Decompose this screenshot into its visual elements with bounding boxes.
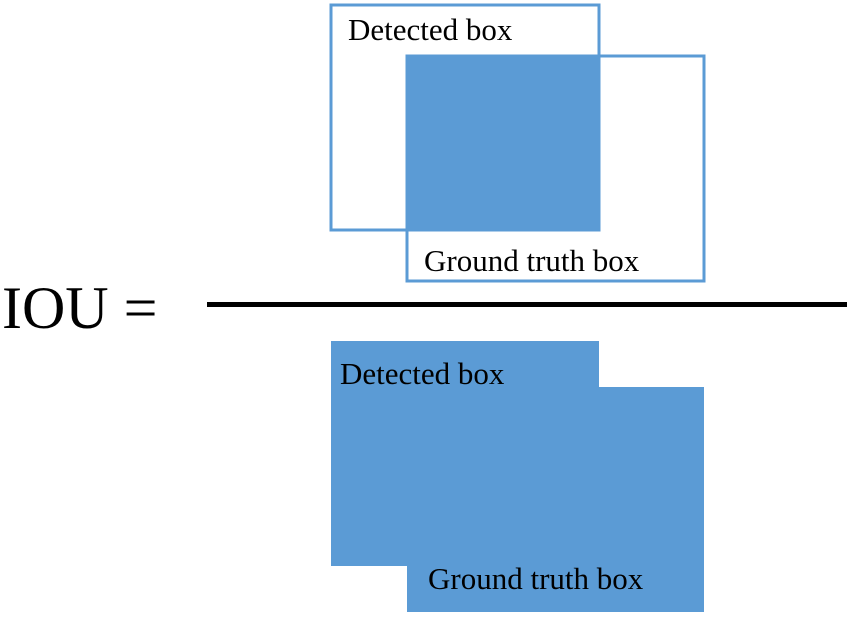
numerator-detected-box: [329, 3, 601, 232]
intersection-region: [407, 56, 599, 230]
fraction-bar: [207, 302, 847, 307]
numerator-ground-truth-box-label: Ground truth box: [424, 243, 640, 278]
denominator-ground-truth-box-label: Ground truth box: [428, 561, 644, 596]
numerator-ground-truth-box: [405, 54, 706, 283]
denominator-detected-box-label: Detected box: [340, 356, 505, 391]
union-region: [331, 341, 704, 612]
iou-formula-lhs: IOU =: [2, 275, 158, 341]
numerator-detected-box-label: Detected box: [348, 12, 513, 47]
